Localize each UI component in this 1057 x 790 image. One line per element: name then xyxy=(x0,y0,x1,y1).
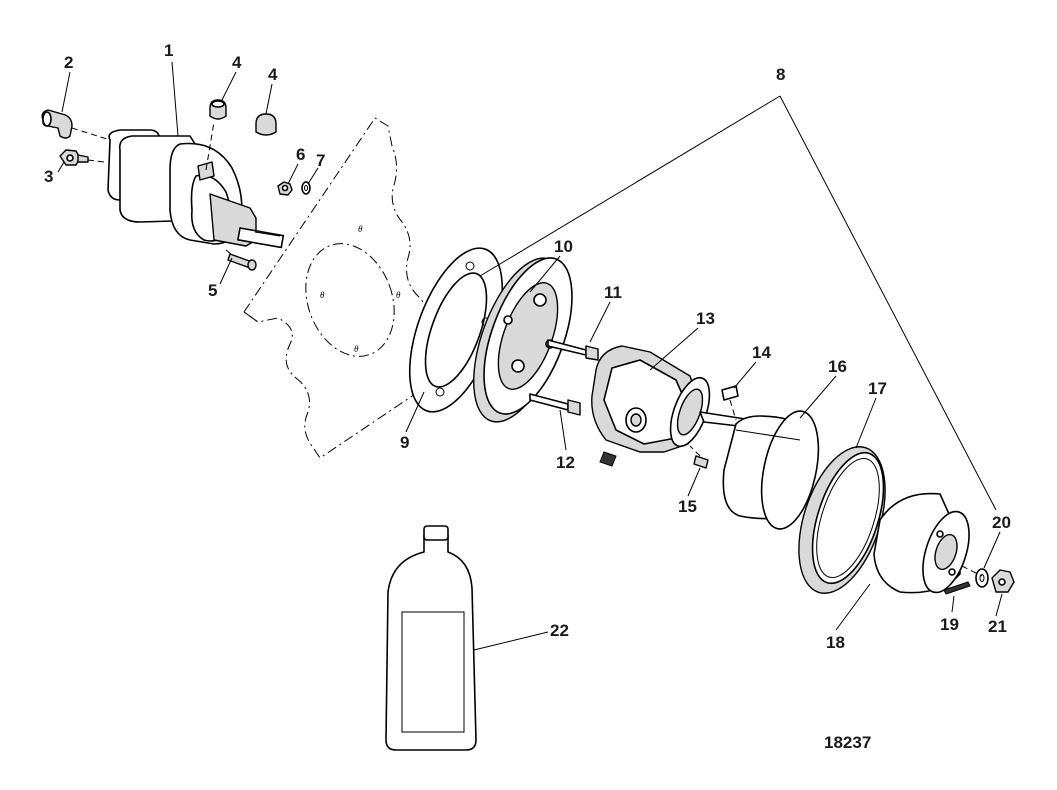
callout-13: 13 xyxy=(696,309,715,328)
callout-14: 14 xyxy=(752,343,771,362)
callout-19: 19 xyxy=(940,615,959,634)
callout-21: 21 xyxy=(988,617,1007,636)
callout-4a: 4 xyxy=(232,53,242,72)
callout-20: 20 xyxy=(992,513,1011,532)
svg-text:θ: θ xyxy=(320,290,325,300)
pump-housing xyxy=(591,345,757,467)
callout-6: 6 xyxy=(296,145,305,164)
hex-fitting xyxy=(59,149,105,166)
end-cover xyxy=(473,257,573,423)
bolt-5 xyxy=(227,253,257,271)
cover-screws xyxy=(529,339,599,416)
plug-caps xyxy=(209,99,277,136)
callout-8: 8 xyxy=(776,65,785,84)
seal-ring xyxy=(798,446,886,594)
svg-text:θ: θ xyxy=(396,290,401,300)
fluid-bottle xyxy=(385,525,477,751)
callout-4b: 4 xyxy=(268,65,278,84)
callout-12: 12 xyxy=(556,453,575,472)
callout-15: 15 xyxy=(678,497,697,516)
callout-1: 1 xyxy=(164,41,173,60)
callouts: 1 2 3 4 4 5 6 7 8 9 10 11 12 13 14 15 16… xyxy=(44,41,1011,652)
set-screw xyxy=(689,445,709,469)
mounting-plate: θ θ θ θ xyxy=(243,117,437,459)
motor-pump-assembly xyxy=(107,121,285,259)
callout-5: 5 xyxy=(208,281,217,300)
callout-16: 16 xyxy=(828,357,847,376)
callout-2: 2 xyxy=(64,53,73,72)
rear-cap xyxy=(873,492,970,594)
callout-22: 22 xyxy=(550,621,569,640)
cap-fasteners xyxy=(943,565,1015,595)
shaft-key xyxy=(721,385,739,421)
leader-lines xyxy=(57,61,1003,651)
callout-11: 11 xyxy=(604,283,622,302)
callout-18: 18 xyxy=(826,633,845,652)
outer-ring xyxy=(722,410,820,530)
svg-text:θ: θ xyxy=(354,344,359,354)
callout-17: 17 xyxy=(868,379,887,398)
callout-7: 7 xyxy=(316,151,325,170)
figure-number: 18237 xyxy=(824,733,871,752)
callout-9: 9 xyxy=(400,433,409,452)
elbow-fitting xyxy=(41,109,111,141)
svg-text:θ: θ xyxy=(358,224,363,234)
callout-10: 10 xyxy=(554,237,573,256)
callout-3: 3 xyxy=(44,167,53,186)
nut-washer xyxy=(277,181,311,196)
